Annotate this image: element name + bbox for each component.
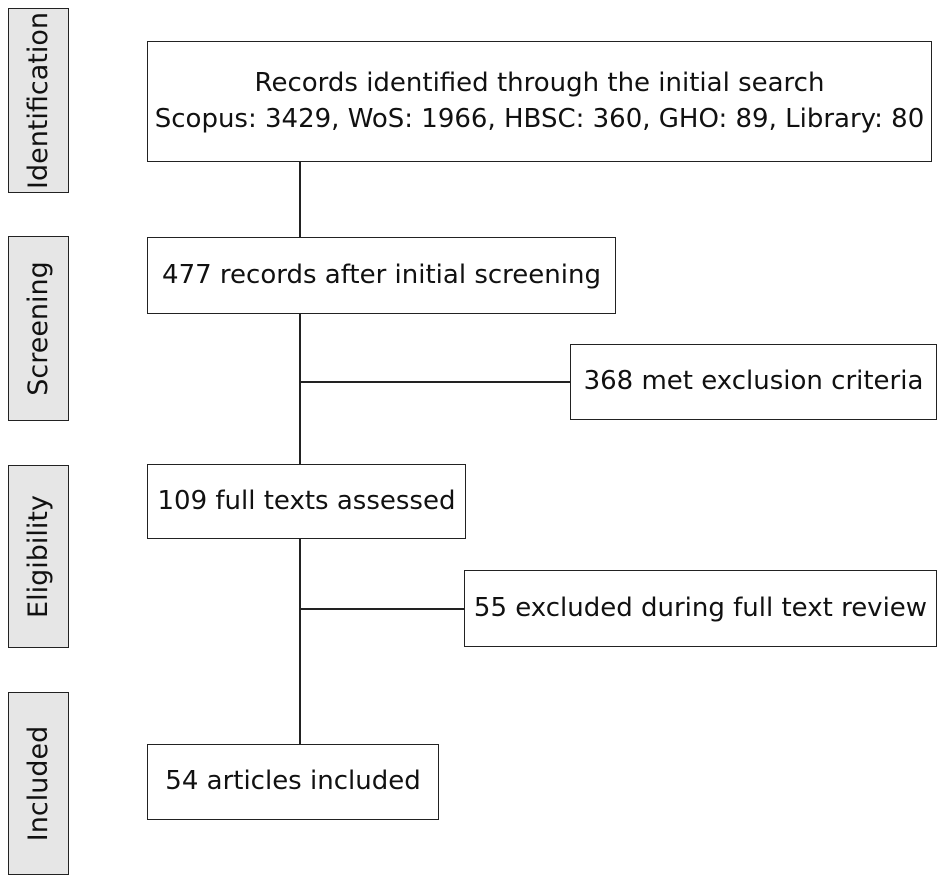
included-text: 54 articles included — [165, 766, 421, 797]
after-screening-text: 477 records after initial screening — [162, 259, 601, 290]
initial-search-sources: Scopus: 3429, WoS: 1966, HBSC: 360, GHO:… — [154, 103, 925, 134]
connector-fulltext-to-included — [299, 538, 301, 745]
box-exclusion-criteria: 368 met exclusion criteria — [570, 344, 937, 420]
excluded-review-text: 55 excluded during full text review — [473, 592, 928, 623]
connector-screening-to-fulltext — [299, 313, 301, 466]
box-excluded-review: 55 excluded during full text review — [464, 570, 937, 647]
box-included: 54 articles included — [147, 744, 439, 820]
stage-screening-label: Screening — [23, 261, 55, 396]
full-texts-text: 109 full texts assessed — [157, 485, 456, 516]
stage-eligibility: Eligibility — [8, 465, 69, 648]
box-initial-search: Records identified through the initial s… — [147, 41, 932, 162]
stage-identification-label: Identification — [23, 11, 54, 190]
stage-identification: Identification — [8, 8, 69, 193]
connector-to-excluded-review — [299, 608, 465, 610]
box-full-texts: 109 full texts assessed — [147, 464, 466, 539]
connector-to-exclusion — [299, 381, 571, 383]
stage-eligibility-label: Eligibility — [23, 495, 55, 618]
stage-included: Included — [8, 692, 69, 875]
initial-search-title: Records identified through the initial s… — [254, 68, 825, 99]
stage-included-label: Included — [23, 725, 54, 842]
box-after-screening: 477 records after initial screening — [147, 237, 616, 314]
exclusion-criteria-text: 368 met exclusion criteria — [583, 366, 924, 397]
connector-search-to-screening — [299, 161, 301, 238]
stage-screening: Screening — [8, 236, 69, 421]
